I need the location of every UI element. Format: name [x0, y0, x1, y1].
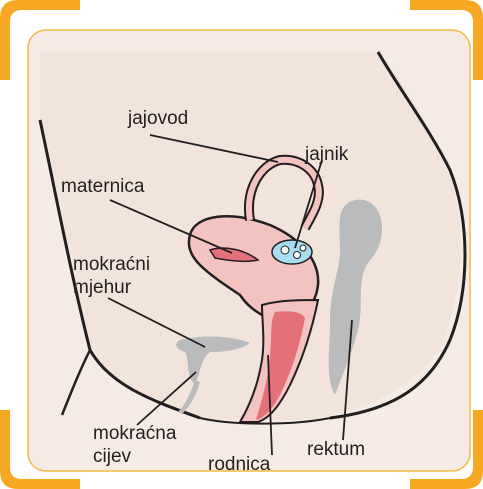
label-rektum: rektum: [307, 439, 365, 460]
label-cijev-line2: cijev: [93, 446, 132, 467]
label-rodnica: rodnica: [208, 454, 271, 475]
label-maternica: maternica: [61, 176, 145, 197]
label-mokracni-line1: mokraćni: [73, 254, 150, 275]
ovary-follicle: [294, 252, 301, 259]
ovary-follicle: [281, 246, 289, 254]
ovary-shape: [272, 240, 312, 264]
ovary-follicle: [300, 245, 306, 251]
label-jajovod: jajovod: [127, 108, 188, 129]
label-mjehur-line2: mjehur: [73, 277, 132, 298]
label-mokracna-line1: mokraćna: [93, 423, 177, 444]
label-jajnik: jajnik: [304, 144, 349, 165]
